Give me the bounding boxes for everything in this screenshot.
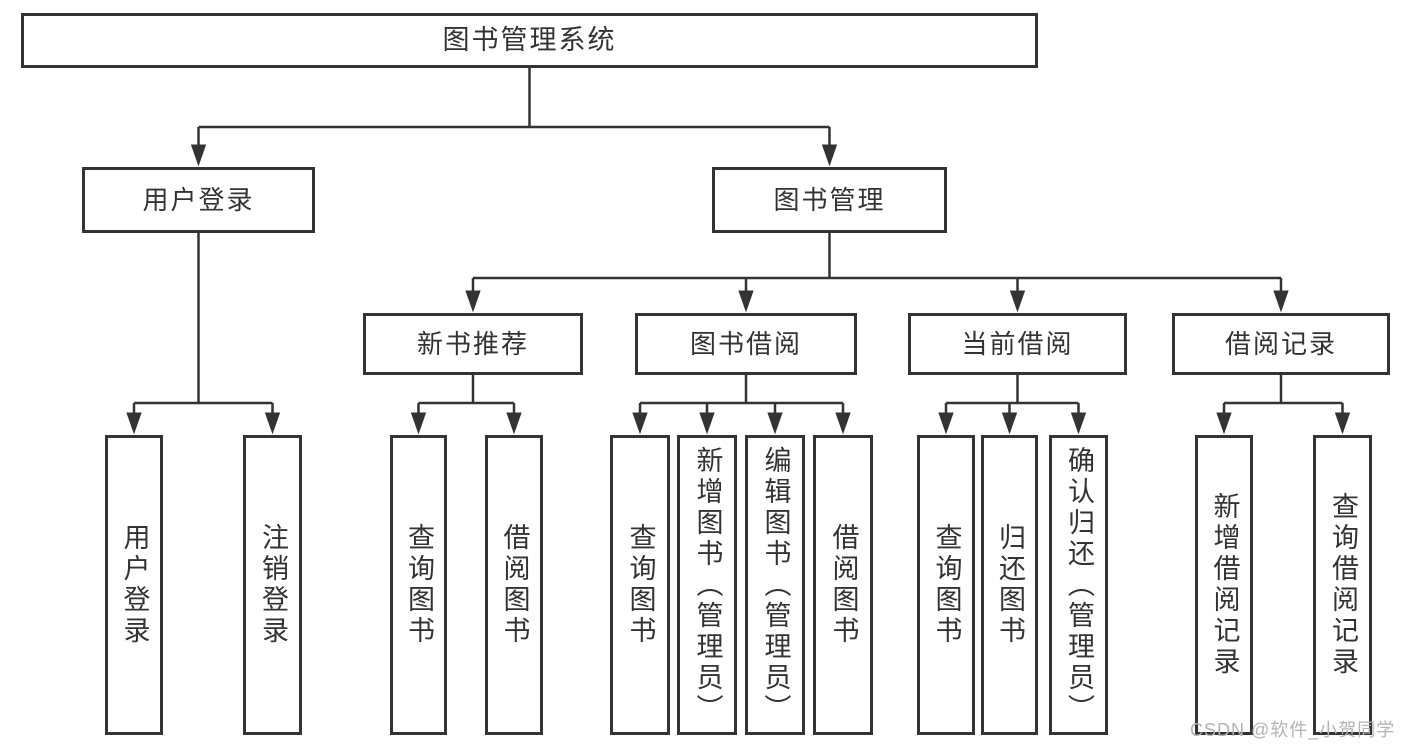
node-label: 新书推荐: [416, 329, 529, 359]
node-label: 新增图书（管理员）: [692, 445, 723, 725]
leaf-add-books-admin: 新增图书（管理员）: [677, 435, 737, 735]
node-label: 用户登录: [142, 185, 255, 215]
leaf-add-borrow-record: 新增借阅记录: [1195, 435, 1253, 735]
leaf-confirm-return-admin: 确认归还（管理员）: [1049, 435, 1108, 735]
csdn-watermark: CSDN @软件_小贺同学: [1190, 720, 1396, 740]
leaf-logout: 注销登录: [243, 435, 302, 735]
node-label: 新增借阅记录: [1209, 492, 1240, 678]
node-label: 确认归还（管理员）: [1064, 445, 1094, 725]
node-label: 查询借阅记录: [1328, 492, 1358, 678]
node-label: 图书管理系统: [442, 25, 617, 55]
leaf-return-books: 归还图书: [981, 435, 1038, 735]
node-label: 编辑图书（管理员）: [760, 445, 791, 725]
node-label: 用户登录: [119, 523, 150, 647]
node-label: 图书管理: [773, 185, 886, 215]
leaf-query-books-borrow: 查询图书: [610, 435, 670, 735]
leaf-query-books-current: 查询图书: [917, 435, 975, 735]
node-label: 借阅记录: [1224, 329, 1337, 359]
leaf-borrow-books-recommend: 借阅图书: [485, 435, 543, 735]
node-user-login: 用户登录: [82, 167, 315, 233]
node-borrowing-records: 借阅记录: [1172, 313, 1390, 375]
leaf-user-login: 用户登录: [105, 435, 163, 735]
node-label: 图书借阅: [689, 329, 802, 359]
node-label: 归还图书: [995, 523, 1025, 647]
node-label: 当前借阅: [961, 329, 1074, 359]
node-label: 注销登录: [258, 523, 288, 647]
leaf-query-borrow-record: 查询借阅记录: [1313, 435, 1372, 735]
node-label: 查询图书: [404, 523, 434, 647]
node-book-borrowing: 图书借阅: [635, 313, 857, 375]
node-book-management: 图书管理: [712, 167, 947, 233]
node-label: 查询图书: [931, 523, 962, 647]
node-library-management-system: 图书管理系统: [21, 13, 1038, 68]
node-current-borrowing: 当前借阅: [908, 313, 1127, 375]
leaf-edit-books-admin: 编辑图书（管理员）: [745, 435, 805, 735]
node-label: 查询图书: [625, 523, 656, 647]
node-new-book-recommendation: 新书推荐: [363, 313, 583, 375]
node-label: 借阅图书: [828, 523, 859, 647]
leaf-borrow-books: 借阅图书: [813, 435, 873, 735]
node-label: 借阅图书: [499, 523, 530, 647]
leaf-query-books-recommend: 查询图书: [390, 435, 447, 735]
